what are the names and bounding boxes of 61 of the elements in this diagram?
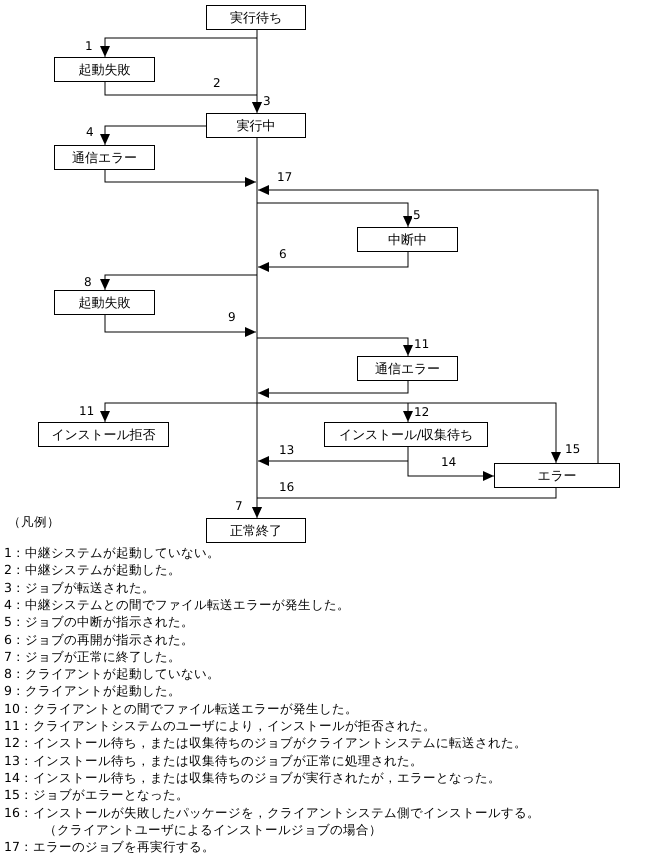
legend-entry: 15：ジョブがエラーとなった。 (4, 787, 189, 802)
legend-heading: （凡例） (8, 514, 60, 529)
legend-entry: 2：中継システムが起動した。 (4, 562, 181, 578)
transition-number: 14 (440, 456, 458, 469)
legend-entry: 17：エラーのジョブを再実行する。 (4, 839, 215, 854)
arrow (104, 82, 262, 114)
state-box: 通信エラー (54, 145, 155, 170)
arrow (104, 170, 256, 187)
legend-entry: 1：中継システムが起動していない。 (4, 545, 220, 560)
state-box: エラー (494, 463, 620, 488)
state-box: 正常終了 (206, 518, 306, 543)
legend-entry: 6：ジョブの再開が指示された。 (4, 632, 194, 646)
arrow (100, 402, 258, 422)
state-box: 中断中 (357, 227, 458, 252)
arrow (408, 446, 494, 481)
arrow (258, 380, 408, 398)
legend-entry: 5：ジョブの中断が指示された。 (4, 614, 194, 630)
state-box: 実行待ち (206, 5, 306, 30)
legend-entry: 11：クライアントシステムのユーザにより，インストールが拒否された。 (4, 718, 436, 733)
state-box: 起動失敗 (54, 57, 155, 82)
legend-entry: （クライアントユーザによるインストールジョブの場合） (44, 822, 382, 837)
transition-number: 17 (276, 171, 294, 184)
legend-entry: 4：中継システムとの間でファイル転送エラーが発生した。 (4, 596, 350, 612)
legend-entry: 13：インストール待ち，または収集待ちのジョブが正常に処理された。 (4, 752, 423, 768)
arrow (100, 126, 206, 146)
legend-entry: 3：ジョブが転送された。 (4, 580, 155, 595)
transition-number: 8 (83, 276, 93, 289)
arrow (258, 252, 408, 272)
transition-number: 1 (84, 40, 94, 53)
transition-number: 5 (412, 209, 422, 222)
legend-entry: 10：クライアントとの間でファイル転送エラーが発生した。 (4, 700, 358, 716)
legend-entry: 9：クライアントが起動した。 (4, 683, 181, 698)
transition-number: 13 (278, 444, 296, 457)
legend-entry: 8：クライアントが起動していない。 (4, 666, 220, 682)
transition-number: 11 (78, 405, 96, 418)
transition-number: 12 (413, 406, 430, 419)
arrow (104, 314, 256, 337)
state-box: 実行中 (206, 113, 306, 138)
arrow (258, 185, 598, 464)
legend-entry: 7：ジョブが正常に終了した。 (4, 648, 181, 664)
legend-entry: 16：インストールが失敗したパッケージを，クライアントシステム側でインストールする。 (4, 804, 540, 820)
state-box: インストール拒否 (38, 422, 169, 447)
arrow (100, 30, 258, 58)
transition-number: 6 (278, 248, 288, 261)
transition-number: 3 (262, 95, 272, 108)
state-box: 起動失敗 (54, 290, 155, 315)
arrow (256, 202, 413, 228)
transition-number: 15 (564, 443, 582, 456)
transition-number: 9 (227, 311, 237, 324)
legend-entry: 14：インストール待ち，または収集待ちのジョブが実行されたが，エラーとなった。 (4, 770, 501, 785)
arrow (256, 338, 413, 356)
transition-number: 2 (212, 77, 222, 90)
transition-number: 16 (278, 481, 296, 494)
legend-entry: 12：インストール待ち，または収集待ちのジョブがクライアントシステムに転送された。 (4, 735, 527, 750)
state-box: 通信エラー (357, 356, 458, 381)
state-box: インストール/収集待ち (324, 422, 488, 447)
transition-number: 11 (413, 338, 430, 351)
arrow (252, 138, 262, 518)
arrow (100, 274, 258, 290)
transition-number: 4 (85, 126, 95, 139)
transition-number: 7 (234, 500, 244, 513)
